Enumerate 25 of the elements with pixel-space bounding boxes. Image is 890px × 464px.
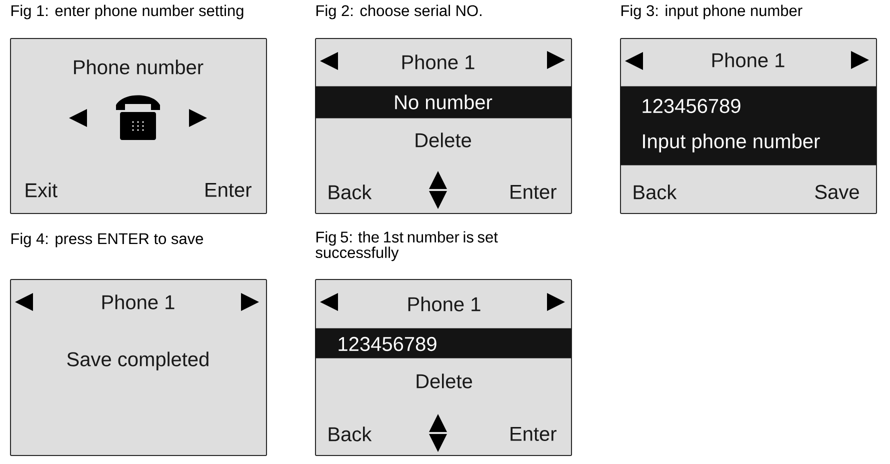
softkey-label: Exit bbox=[26, 182, 58, 198]
figure-caption: Fig 1: enter phone number setting bbox=[11, 4, 244, 20]
softkey-label: Back bbox=[328, 184, 372, 200]
figure-caption: Fig 2: choose serial NO. bbox=[316, 4, 482, 20]
menu-title: Phone 1 bbox=[408, 296, 480, 312]
menu-title: Phone 1 bbox=[712, 52, 784, 68]
highlighted-item: 123456789 bbox=[642, 98, 740, 114]
status-message: Save completed bbox=[67, 352, 208, 370]
softkey-label: Enter bbox=[206, 183, 252, 197]
softkey-label: Back bbox=[634, 184, 677, 200]
softkey-label: Enter bbox=[510, 427, 556, 441]
menu-item: Delete bbox=[416, 132, 471, 148]
figure-caption: Fig 3: input phone number bbox=[621, 4, 802, 20]
figure-caption: Fig 4: press ENTER to save bbox=[11, 232, 204, 248]
softkey-label: Enter bbox=[510, 185, 556, 199]
menu-title: Phone number bbox=[74, 60, 204, 74]
figure-caption: Fig 5: the 1st number is set successfully bbox=[316, 231, 498, 262]
highlighted-item: 123456789 bbox=[338, 336, 436, 352]
menu-title: Phone 1 bbox=[402, 54, 474, 70]
softkey-label: Save bbox=[815, 184, 859, 200]
highlighted-item: Input phone number bbox=[643, 134, 820, 152]
menu-item: Delete bbox=[416, 374, 472, 388]
softkey-label: Back bbox=[328, 426, 372, 442]
menu-title: Phone 1 bbox=[102, 294, 174, 310]
highlighted-item: No number bbox=[395, 94, 492, 110]
